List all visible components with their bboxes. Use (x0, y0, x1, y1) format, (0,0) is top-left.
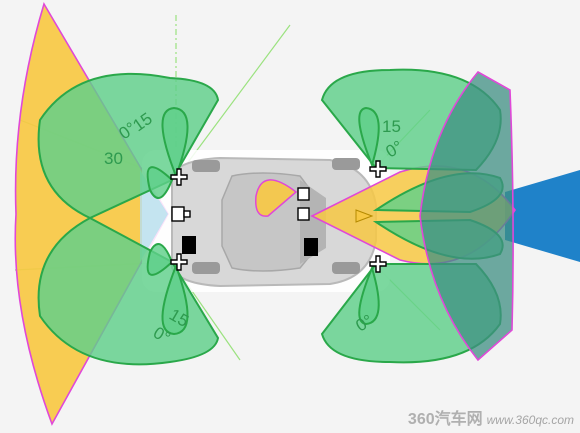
rear-left-30-label: 30 (104, 149, 123, 168)
rear-right-inner-lobe (146, 243, 174, 276)
front-left-radar-plus (369, 160, 387, 178)
wheel-front-right (332, 262, 360, 274)
rear-left-inner-lobe (146, 166, 174, 199)
front-right-radar-plus (369, 255, 387, 273)
front-camera-marker (355, 209, 374, 223)
interior-sensor-box-top (297, 187, 310, 201)
wheel-rear-right (192, 262, 220, 274)
rear-short-range-wedge (140, 170, 168, 262)
front-top-15-label: 15 (382, 117, 401, 136)
watermark-url: www.360qc.com (486, 413, 574, 427)
rear-left-small-lobe (161, 106, 189, 179)
wheel-rear-left (192, 160, 220, 172)
front-left-small-lobe (358, 106, 380, 169)
front-far-radar-overlap (419, 70, 514, 362)
interior-camera-zone (255, 179, 298, 217)
rear-right-small-lobe (161, 263, 189, 336)
rear-mid-range-radars (37, 72, 220, 366)
watermark-logo: 360汽车网 (407, 411, 483, 428)
front-ultrasonic-block (304, 238, 318, 256)
car-cabin (221, 172, 319, 272)
rear-left-radar-plus (170, 168, 188, 186)
wheel-front-left (332, 158, 360, 170)
rear-right-radar-plus (170, 253, 188, 271)
sensor-markers (170, 160, 387, 273)
interior-sensor-box-bottom (297, 207, 310, 221)
front-right-small-lobe (358, 264, 380, 326)
car-top-view (142, 150, 390, 292)
front-lidar-beam (505, 170, 580, 262)
rear-camera-tab (183, 210, 191, 218)
rear-camera-box (171, 206, 185, 222)
rear-ultrasonic-block (182, 236, 196, 254)
watermark: 360汽车网 www.360qc.com (408, 405, 574, 429)
